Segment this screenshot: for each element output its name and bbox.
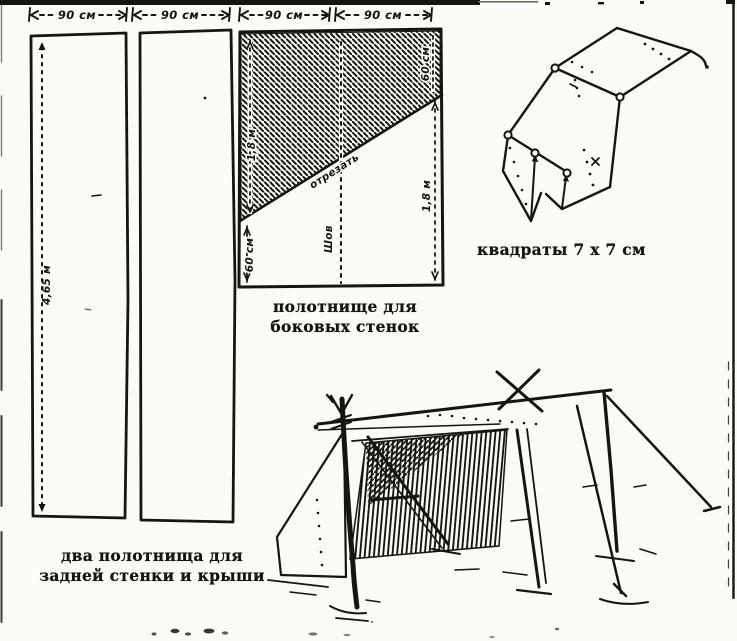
- dimension-segment: 90 см: [334, 7, 433, 22]
- guy-line-right: [605, 394, 713, 509]
- dimension-label: 90 см: [265, 8, 303, 22]
- left-post: [339, 396, 360, 610]
- folded-tent-sketch: [501, 26, 709, 223]
- left-height-label: 1,8 м: [246, 129, 258, 161]
- dimension-segment: 90 см: [131, 7, 231, 22]
- grommet-circles: [503, 63, 625, 178]
- side-panel-outline: [237, 27, 445, 289]
- dimension-segment: 90 см: [28, 7, 128, 22]
- side-panel-diagram: Шов 1,8 м 60 см 60 см 1,8 м отрезать: [237, 27, 445, 289]
- side-panel-caption: полотнище для боковых стенок: [240, 297, 450, 336]
- crossed-sticks: [495, 368, 544, 413]
- long-panels-caption: два полотнища для задней стенки и крыши: [28, 546, 276, 585]
- panel-length-label: 4,65 м: [41, 265, 53, 306]
- long-panels-diagram: 4,65 м: [29, 28, 237, 524]
- page-border-right: [727, 0, 735, 600]
- seam-label: Шов: [323, 225, 335, 253]
- left-bottom-label: 60 см: [244, 238, 256, 273]
- assembled-tent-sketch: [267, 368, 722, 622]
- page-border-top: [0, 0, 735, 5]
- dimension-row: 90 см 90 см 90 см 90 см: [28, 7, 433, 22]
- dimension-label: 90 см: [161, 8, 199, 22]
- long-panels-caption-line1: два полотнища для: [61, 546, 243, 565]
- ground-strokes: [267, 484, 657, 622]
- side-panel-caption-line2: боковых стенок: [270, 316, 420, 336]
- long-panel-1-outline: [29, 31, 130, 520]
- long-panel-2-outline: [138, 28, 237, 524]
- scan-smudges: [151, 621, 560, 639]
- dimension-label: 90 см: [58, 8, 96, 22]
- dimension-segment: 90 см: [238, 7, 331, 22]
- right-height-label: 1,8 м: [421, 180, 433, 212]
- right-top-label: 60 см: [420, 47, 432, 82]
- side-panel-caption-line1: полотнище для: [272, 297, 418, 316]
- right-pole: [602, 390, 619, 553]
- guy-line-long: [575, 404, 623, 595]
- front-pole: [515, 428, 541, 589]
- tent-side-wall: [275, 429, 348, 579]
- grid-size-caption: квадраты 7 х 7 см: [477, 240, 646, 259]
- ridge-pole: [316, 388, 613, 426]
- dimension-label: 90 см: [364, 8, 402, 22]
- long-panels-caption-line2: задней стенки и крыши: [39, 565, 265, 585]
